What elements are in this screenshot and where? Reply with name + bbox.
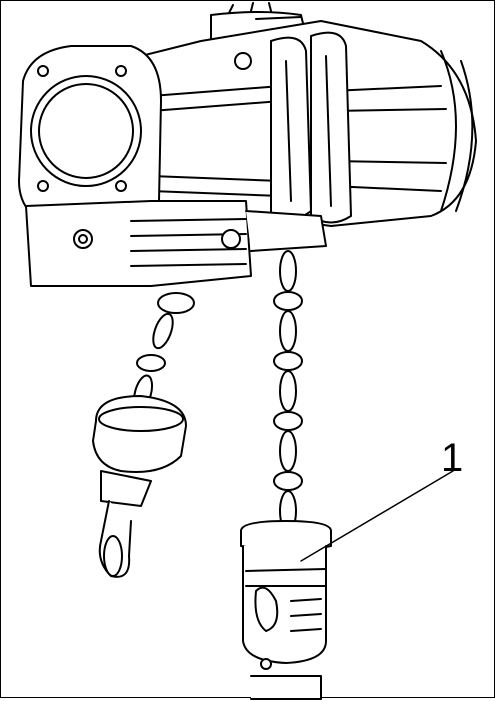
load-chain: [273, 250, 303, 532]
bottom-block-stop: [240, 520, 332, 700]
callout-label-1: 1: [441, 436, 463, 480]
slack-chain: [132, 292, 195, 412]
end-cover: [18, 45, 162, 214]
callout-leader-line: [300, 470, 454, 562]
gearbox: [25, 200, 327, 287]
chain-end-stop: [92, 395, 187, 578]
